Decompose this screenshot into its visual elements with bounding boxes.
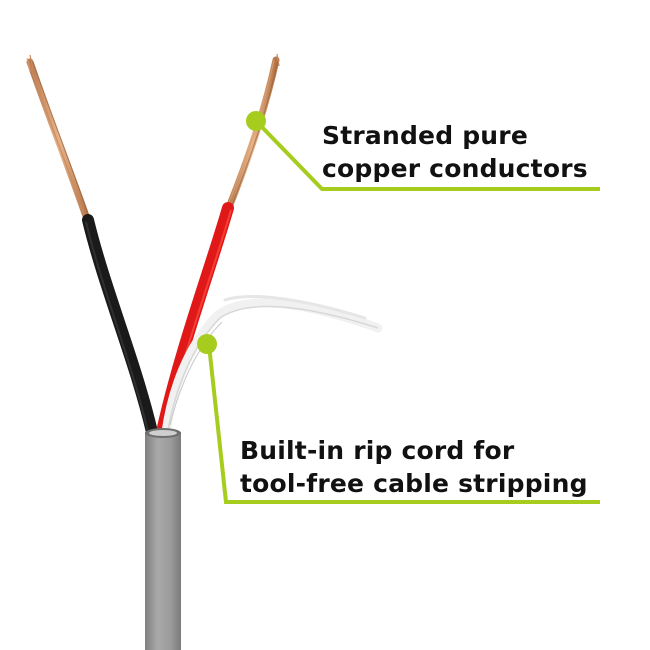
callout-copper-line-1: Stranded pure — [322, 121, 528, 150]
callout-copper-leader — [246, 111, 600, 191]
callout-ripcord-line-2: tool-free cable stripping — [240, 469, 588, 498]
rip-cord — [161, 295, 383, 437]
callout-ripcord-dot — [197, 334, 217, 354]
copper-strands-left — [26, 54, 92, 226]
callout-ripcord-line-1: Built-in rip cord for — [240, 436, 515, 465]
callout-copper-line-2: copper conductors — [322, 154, 588, 183]
callout-copper-dot — [246, 111, 266, 131]
callout-ripcord-leader — [197, 334, 600, 504]
callout-copper-text: Stranded pure copper conductors — [322, 119, 588, 185]
copper-strands-right — [224, 53, 280, 214]
callout-ripcord-text: Built-in rip cord for tool-free cable st… — [240, 434, 588, 500]
black-conductor — [82, 214, 158, 438]
cable-jacket — [145, 428, 181, 650]
